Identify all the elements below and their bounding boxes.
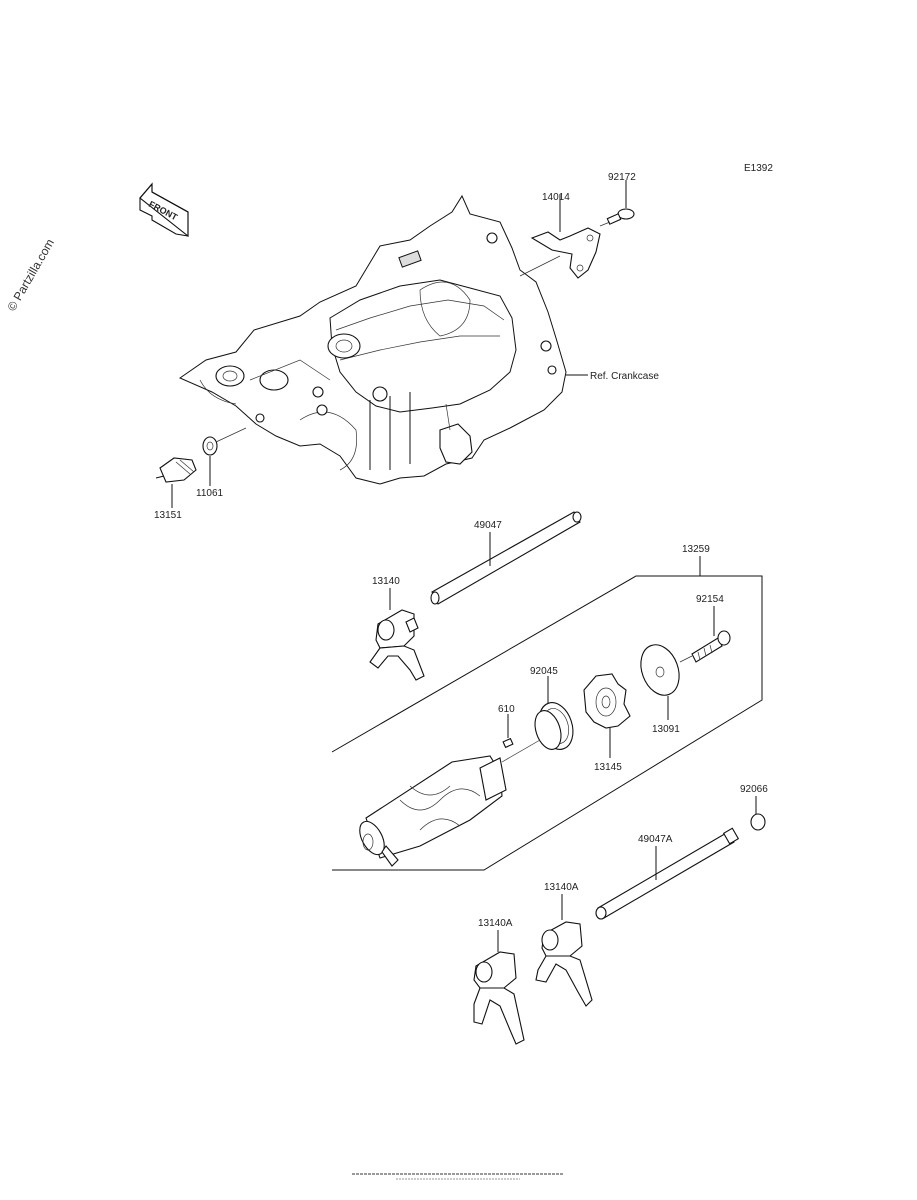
label-11061: 11061: [196, 488, 224, 499]
label-49047: 49047: [474, 520, 502, 531]
label-13140A-lower: 13140A: [478, 918, 513, 929]
label-92066: 92066: [740, 784, 768, 795]
part-92154-bolt: [691, 630, 731, 663]
part-11061-washer: [202, 436, 218, 456]
diagram-code: E1392: [744, 163, 773, 174]
watermark: © Partzilla.com: [4, 236, 57, 313]
label-13145: 13145: [594, 762, 622, 773]
label-13151: 13151: [154, 510, 182, 521]
part-92045-bearing: [534, 702, 574, 750]
crankcase-illustration: [178, 194, 567, 485]
label-13259: 13259: [682, 544, 710, 555]
part-14014-bracket: [530, 227, 601, 279]
part-92172-bolt: [606, 208, 635, 225]
label-13140: 13140: [372, 576, 400, 587]
ref-crankcase-label: Ref. Crankcase: [590, 371, 659, 382]
part-92066: [750, 813, 766, 831]
part-13140A-upper-fork: [535, 921, 593, 1007]
part-13091-plate: [640, 644, 680, 696]
part-13151-switch: [155, 457, 197, 483]
group-13259-outline: [331, 575, 763, 871]
label-92172: 92172: [608, 172, 636, 183]
label-13140A-upper: 13140A: [544, 882, 579, 893]
part-shift-drum: [359, 739, 541, 867]
label-49047A: 49047A: [638, 834, 673, 845]
label-14014: 14014: [542, 192, 570, 203]
part-13140-fork: [369, 609, 425, 681]
part-49047A-shaft: [595, 827, 740, 920]
label-92154: 92154: [696, 594, 724, 605]
part-13140A-lower-fork: [473, 951, 525, 1045]
part-49047-shaft: [430, 511, 582, 605]
label-13091: 13091: [652, 724, 680, 735]
label-92045: 92045: [530, 666, 558, 677]
front-arrow-icon: FRONT: [139, 182, 189, 238]
label-610: 610: [498, 704, 515, 715]
part-13145-cam: [583, 673, 631, 729]
part-610-pin: [502, 737, 514, 749]
